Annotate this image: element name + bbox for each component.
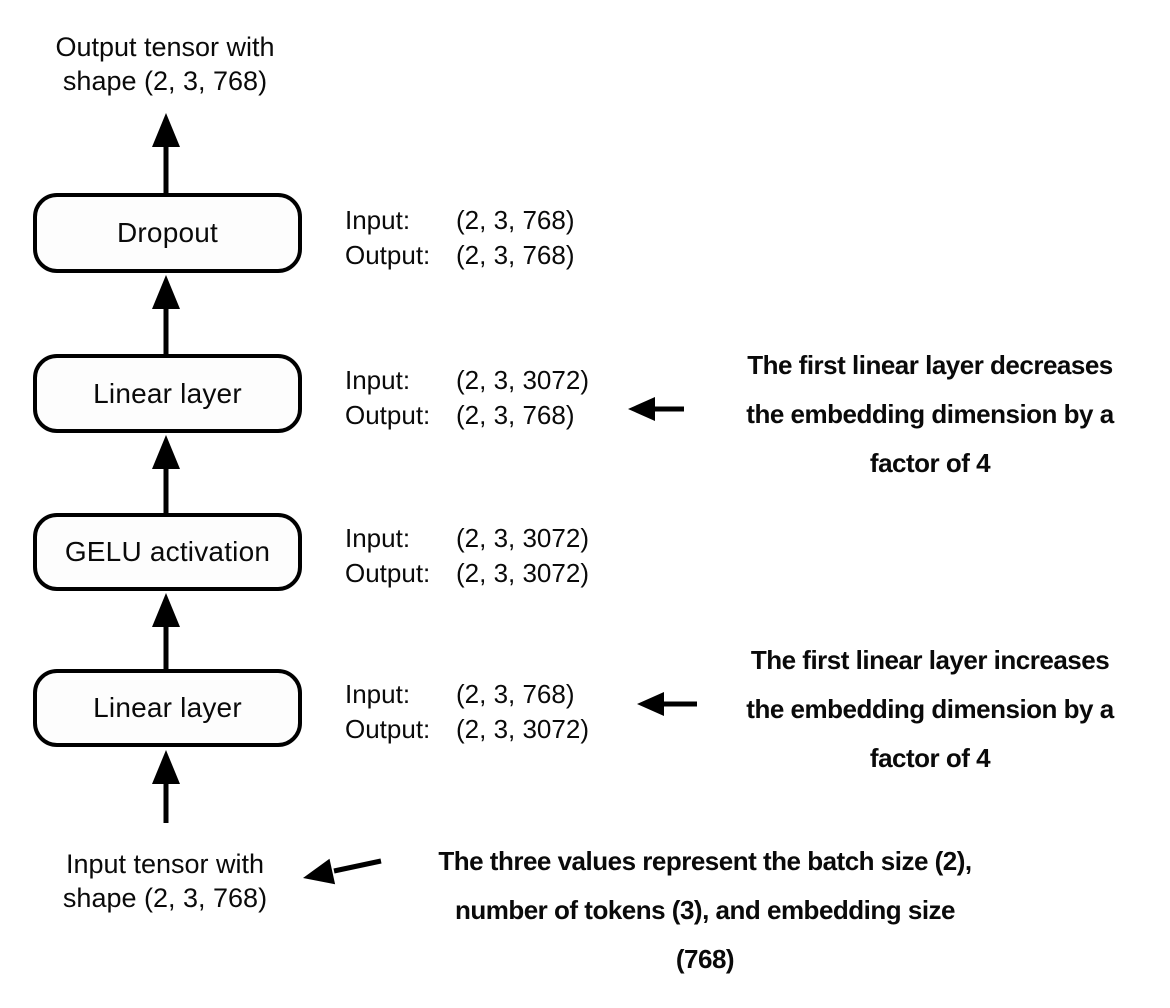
annotation-line: factor of 4 <box>869 743 991 773</box>
output-tensor-label-line1: Output tensor with <box>55 32 275 62</box>
increase-dimension-annotation: The first linear layer increases the emb… <box>697 636 1163 783</box>
up-arrow-icon <box>152 435 180 513</box>
output-tensor-label-line2: shape (2, 3, 768) <box>62 66 268 96</box>
io-output-label: Output: <box>345 240 431 270</box>
io-output-label: Output: <box>345 400 431 430</box>
gelu-activation-box: GELU activation <box>33 513 302 591</box>
linear-layer-2-io-shapes: Input: (2, 3, 3072) Output: (2, 3, 768) <box>345 363 589 433</box>
dropout-io-shapes: Input: (2, 3, 768) Output: (2, 3, 768) <box>345 203 575 273</box>
annotation-line: The first linear layer increases <box>750 645 1110 675</box>
annotation-line: the embedding dimension by a <box>746 399 1114 429</box>
io-input-value: (2, 3, 3072) <box>456 523 589 553</box>
annotation-line: number of tokens (3), and embedding size <box>454 895 956 925</box>
io-input-value: (2, 3, 3072) <box>456 365 589 395</box>
io-input-label: Input: <box>345 365 411 395</box>
io-input-label: Input: <box>345 205 411 235</box>
shape-meaning-annotation: The three values represent the batch siz… <box>330 837 1080 984</box>
input-tensor-label-line2: shape (2, 3, 768) <box>62 883 268 913</box>
up-arrow-icon <box>152 113 180 193</box>
decrease-dimension-annotation: The first linear layer decreases the emb… <box>697 341 1163 488</box>
dropout-layer-label: Dropout <box>116 217 218 248</box>
io-output-label: Output: <box>345 558 431 588</box>
annotation-line: The first linear layer decreases <box>747 350 1113 380</box>
io-output-value: (2, 3, 768) <box>456 240 575 270</box>
io-output-label: Output: <box>345 714 431 744</box>
linear-layer-2-label: Linear layer <box>93 377 242 409</box>
io-input-label: Input: <box>345 679 411 709</box>
io-output-value: (2, 3, 768) <box>456 400 575 430</box>
gelu-activation-label: GELU activation <box>64 536 271 567</box>
annotation-line: (768) <box>675 944 735 974</box>
io-input-value: (2, 3, 768) <box>456 205 575 235</box>
io-output-value: (2, 3, 3072) <box>456 714 589 744</box>
io-input-value: (2, 3, 768) <box>456 679 575 709</box>
up-arrow-icon <box>152 750 180 823</box>
linear-layer-1-box: Linear layer <box>33 669 302 747</box>
io-input-label: Input: <box>345 523 411 553</box>
annotation-line: the embedding dimension by a <box>746 694 1114 724</box>
gelu-io-shapes: Input: (2, 3, 3072) Output: (2, 3, 3072) <box>345 521 589 591</box>
input-tensor-label: Input tensor with shape (2, 3, 768) <box>20 847 310 915</box>
linear-layer-2-box: Linear layer <box>33 354 302 433</box>
linear-layer-1-io-shapes: Input: (2, 3, 768) Output: (2, 3, 3072) <box>345 677 589 747</box>
input-tensor-label-line1: Input tensor with <box>65 849 265 879</box>
linear-layer-1-label: Linear layer <box>93 692 242 723</box>
up-arrow-icon <box>152 593 180 669</box>
annotation-line: factor of 4 <box>869 448 991 478</box>
annotation-line: The three values represent the batch siz… <box>438 846 972 876</box>
io-output-value: (2, 3, 3072) <box>456 558 589 588</box>
up-arrow-icon <box>152 275 180 354</box>
left-arrow-icon <box>628 397 684 421</box>
output-tensor-label: Output tensor with shape (2, 3, 768) <box>20 30 310 98</box>
left-arrow-icon <box>637 692 697 716</box>
dropout-layer-box: Dropout <box>33 193 302 273</box>
